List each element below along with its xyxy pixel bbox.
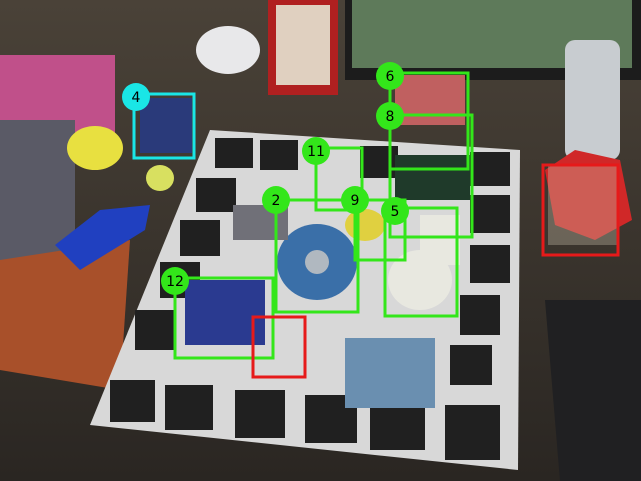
photo-card bbox=[345, 338, 435, 408]
dark-green-tool bbox=[395, 155, 470, 200]
yellow-duck bbox=[345, 209, 385, 241]
blue-toy-car bbox=[55, 205, 150, 270]
marker-label: 2 bbox=[272, 193, 281, 209]
box-red-right bbox=[541, 163, 620, 257]
dark-blue-cup bbox=[140, 98, 192, 153]
red-object bbox=[395, 75, 465, 125]
gear-hub bbox=[305, 250, 329, 274]
gray-box bbox=[0, 120, 75, 260]
marker-circle bbox=[302, 137, 330, 165]
box-red-center bbox=[251, 315, 307, 379]
box-9 bbox=[353, 198, 407, 262]
white-bowl bbox=[388, 250, 452, 310]
marker-4: 4 bbox=[122, 83, 150, 111]
red-toy-car bbox=[545, 150, 632, 240]
laptop bbox=[545, 300, 641, 481]
marker-circle bbox=[341, 186, 369, 214]
box-5 bbox=[383, 206, 459, 318]
tennis-ball bbox=[146, 165, 174, 191]
marker-12: 12 bbox=[161, 267, 189, 295]
marker-label: 8 bbox=[386, 109, 395, 125]
marker-circle bbox=[122, 83, 150, 111]
marker-5: 5 bbox=[381, 197, 409, 225]
picture-frame-inner bbox=[276, 5, 330, 85]
marker-11: 11 bbox=[302, 137, 330, 165]
marker-circle bbox=[262, 186, 290, 214]
marker-circle bbox=[161, 267, 189, 295]
yellow-cup bbox=[67, 126, 123, 170]
marker-label: 9 bbox=[351, 193, 360, 209]
marker-6: 6 bbox=[376, 62, 404, 90]
marker-label: 11 bbox=[307, 144, 325, 160]
box-11 bbox=[314, 146, 364, 212]
box-8 bbox=[388, 113, 474, 239]
box-2 bbox=[274, 198, 360, 314]
annotation-boxes bbox=[132, 71, 620, 379]
marker-8: 8 bbox=[376, 102, 404, 130]
bottle bbox=[565, 40, 620, 160]
marker-circle bbox=[376, 102, 404, 130]
marker-label: 12 bbox=[166, 274, 184, 290]
marker-9: 9 bbox=[341, 186, 369, 214]
plate bbox=[548, 165, 618, 245]
marker-label: 5 bbox=[391, 204, 400, 220]
annotation-markers: 4 6 8 11 2 9 5 12 bbox=[122, 62, 409, 295]
marker-label: 6 bbox=[386, 69, 395, 85]
marker-circle bbox=[376, 62, 404, 90]
marker-2: 2 bbox=[262, 186, 290, 214]
book-cover bbox=[0, 240, 130, 390]
marker-circle bbox=[381, 197, 409, 225]
bowl bbox=[196, 26, 260, 74]
marker-label: 4 bbox=[132, 90, 141, 106]
box-4 bbox=[132, 92, 196, 160]
